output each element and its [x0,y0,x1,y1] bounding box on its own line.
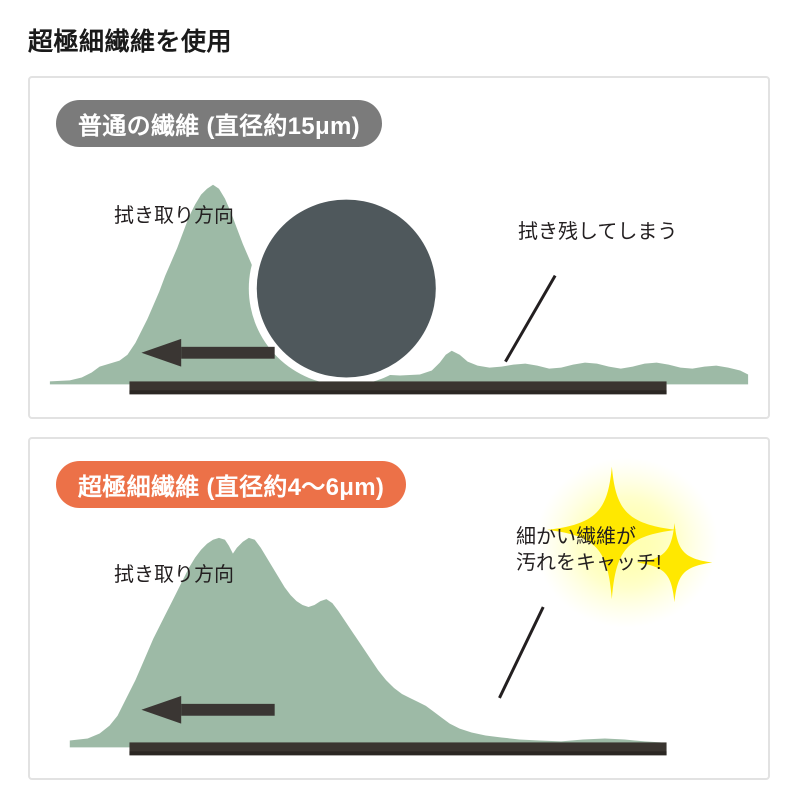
badge-ultrafine-fiber-label: 超極細繊維 (直径約4〜6μm) [78,474,385,501]
sparkle-small [636,523,713,603]
sparkle-group [535,457,719,628]
badge-normal-fiber-label: 普通の繊維 (直径約15μm) [78,113,360,140]
wipe-direction-arrow [141,338,275,367]
panel-ultrafine-fiber: 超極細繊維 (直径約4〜6μm) 拭き取り方向 細かい繊維が 汚れをキャッチ! [28,437,770,780]
illustration-normal-fiber [30,78,768,417]
surface-bar-shadow [129,751,667,756]
badge-ultrafine-fiber: 超極細繊維 (直径約4〜6μm) [56,461,407,508]
illustration-ultrafine-fiber [30,439,768,778]
wipe-direction-arrow [141,695,275,724]
label-leftover-residue: 拭き残してしまう [518,221,678,243]
particle-dark-circle [256,199,436,378]
panel-normal-fiber: 普通の繊維 (直径約15μm) 拭き取り方向 拭き残してしまう [28,76,770,419]
page-title: 超極細繊維を使用 [28,28,233,56]
leader-line-leftover [504,274,557,363]
badge-normal-fiber: 普通の繊維 (直径約15μm) [56,100,382,147]
dirt-profile-normal [49,184,749,385]
dirt-profile-ultrafine [69,537,661,748]
label-wipe-direction-normal: 拭き取り方向 [114,205,234,227]
surface-bar-shadow [129,390,667,395]
leader-line-catch [498,606,545,699]
sparkle-large [547,466,677,600]
label-fiber-catches-dirt: 細かい繊維が 汚れをキャッチ! [516,526,662,574]
label-wipe-direction-ultrafine: 拭き取り方向 [114,564,234,586]
